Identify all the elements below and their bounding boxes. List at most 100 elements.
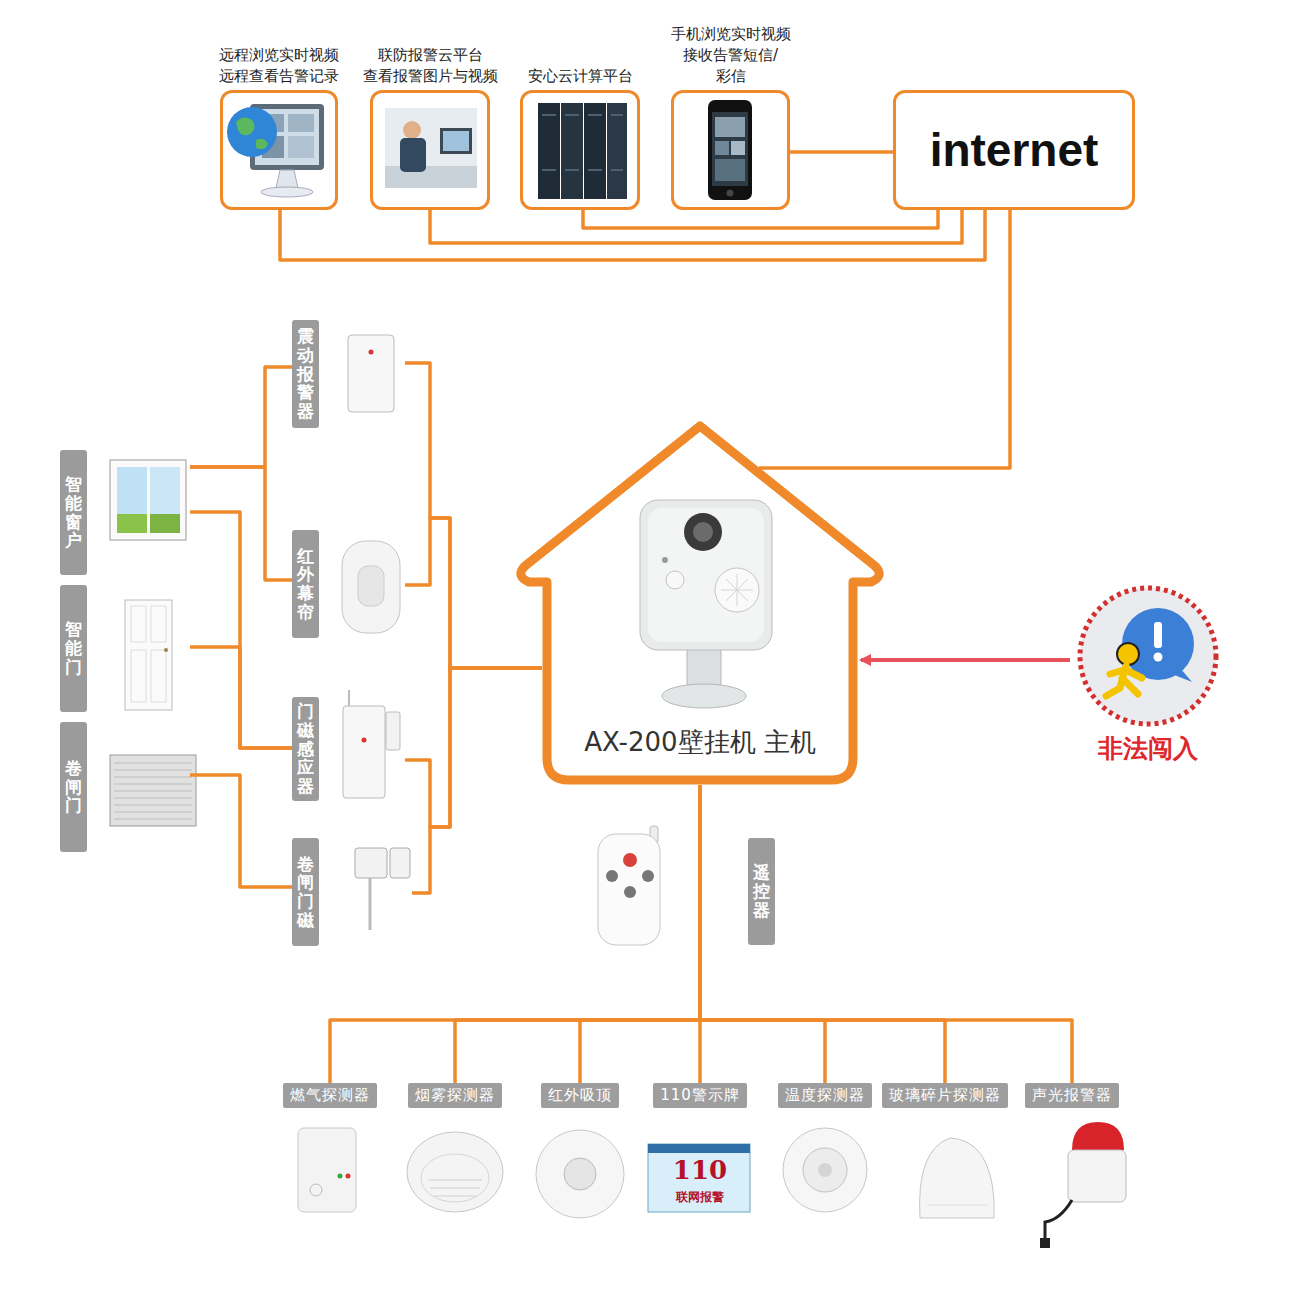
drawing-part: [564, 1158, 596, 1190]
drawing-part: [346, 1174, 351, 1179]
drawing-part: [666, 571, 684, 589]
drawing-part: [648, 1144, 750, 1212]
connector: [700, 785, 825, 1083]
connector: [412, 668, 542, 893]
connector: [405, 363, 542, 668]
bottom-node: 红外吸顶: [541, 1083, 619, 1108]
drawing-part: [151, 650, 166, 702]
infrared-curtain-sensor: [342, 541, 400, 633]
drawing-part: [151, 606, 166, 642]
side-node: 卷闸门: [60, 722, 190, 852]
drawing-part: [708, 100, 752, 200]
drawing-part: [561, 103, 583, 199]
drawing-part: [624, 886, 636, 898]
drawing-part: [1172, 668, 1192, 682]
rolling-door-magnet: [355, 848, 410, 930]
connector: [455, 785, 700, 1083]
drawing-part: [125, 600, 172, 710]
drawing-part: [598, 834, 660, 945]
drawing-part: [640, 500, 772, 650]
sensor-node: 卷闸门磁: [292, 838, 412, 946]
bottom-node: 110警示牌: [653, 1083, 747, 1108]
drawing-part: [1154, 653, 1163, 662]
camera-host: [640, 500, 772, 708]
vertical-label: 红外幕帘: [297, 547, 314, 622]
drawing-part: [288, 114, 314, 132]
drawing-part: [648, 508, 764, 642]
drawing-part: [150, 467, 180, 533]
drawing-part: [348, 690, 350, 706]
drawing-part: [712, 112, 748, 186]
drawing-part: [403, 121, 421, 139]
drawing-part: [110, 460, 186, 540]
drawing-part: [338, 1174, 343, 1179]
drawing-part: [385, 108, 477, 188]
grey-tab: 红外幕帘: [292, 530, 319, 638]
connector: [190, 512, 292, 748]
drawing-part: [298, 1128, 356, 1212]
office-scene: [385, 108, 477, 188]
connector: [430, 210, 962, 243]
drawing-part: [818, 1163, 832, 1177]
sensor-node: 门磁感应器: [292, 697, 405, 801]
vibration-sensor: [348, 335, 394, 412]
connector: [280, 210, 985, 260]
vertical-label: 门磁感应器: [297, 702, 314, 795]
vertical-label: 震动报警器: [297, 327, 314, 420]
bottom-node: 温度探测器: [778, 1083, 872, 1108]
drawing-part: [1117, 643, 1139, 665]
detector-label: 温度探测器: [785, 1086, 865, 1105]
drawing-part: [687, 646, 721, 690]
box-heading: 远程浏览实时视频 远程查看告警记录: [219, 45, 339, 87]
drawing-part: [1045, 1200, 1072, 1240]
drawing-part: [310, 1184, 322, 1196]
drawing-part: [421, 1154, 489, 1202]
bottom-node: 声光报警器: [1025, 1083, 1119, 1108]
grey-tab: 智能门: [60, 585, 87, 712]
drawing-part: [721, 574, 753, 606]
drawing-part: [693, 522, 713, 542]
drawing-part: [236, 117, 268, 149]
detector-label: 红外吸顶: [548, 1086, 612, 1105]
drawing-part: [1068, 1150, 1126, 1202]
drawing-part: [227, 107, 277, 157]
drawing-part: [538, 103, 560, 199]
drawing-part: [114, 763, 192, 819]
drawing-part: [1072, 1122, 1124, 1150]
box-heading: 安心云计算平台: [528, 66, 633, 87]
drawing-part: [662, 557, 668, 563]
remote-control: [598, 826, 660, 945]
connector: [700, 785, 1072, 1083]
drawing-part: [369, 878, 372, 930]
detector-label: 110警示牌: [660, 1086, 740, 1105]
top-node: 远程浏览实时视频 远程查看告警记录: [220, 90, 338, 210]
ceiling-infrared-detector: [536, 1130, 624, 1218]
grey-tab: 智能窗户: [60, 450, 87, 575]
alert-node: 非法闯入: [1070, 582, 1226, 772]
vertical-label: 智能门: [65, 620, 82, 676]
window-picture: [110, 460, 186, 540]
sign-text: 联网报警: [676, 1189, 724, 1206]
connector: [759, 210, 1010, 468]
smoke-detector: [407, 1132, 503, 1212]
police-sign: [648, 1144, 750, 1212]
detector-label: 玻璃碎片探测器: [889, 1086, 1001, 1105]
drawing-part: [288, 136, 314, 158]
drawing-part: [362, 738, 367, 743]
connector: [190, 367, 292, 467]
siren-alarm: [1040, 1122, 1126, 1248]
drawing-part: [715, 141, 729, 155]
drawing-part: [584, 103, 606, 199]
drawing-part: [385, 166, 477, 188]
detector-label: 燃气探测器: [290, 1086, 370, 1105]
vertical-label: 遥控器: [753, 863, 770, 919]
connector: [790, 150, 893, 154]
drawing-part: [428, 1180, 482, 1196]
drawing-part: [536, 1130, 624, 1218]
drawing-part: [1154, 622, 1162, 648]
drawing-part: [117, 467, 147, 533]
drawing-part: [131, 650, 146, 702]
temperature-detector: [783, 1128, 867, 1212]
drawing-part: [727, 190, 734, 197]
